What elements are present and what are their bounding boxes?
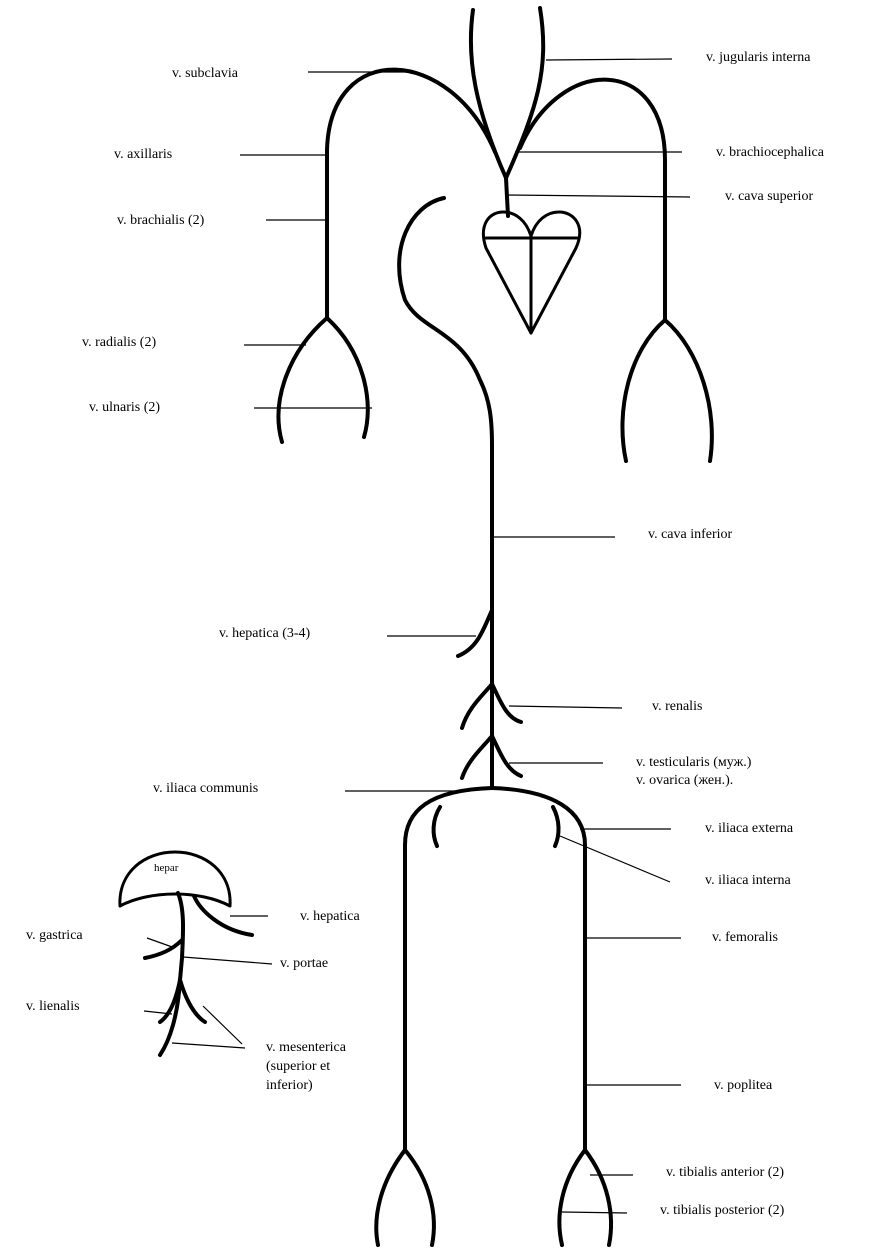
label-mesenterica-2: (superior et [266, 1059, 330, 1074]
label-iliaca-communis: v. iliaca communis [153, 781, 258, 796]
labels: v. subclavia v. jugularis interna v. axi… [26, 50, 825, 1218]
label-subclavia: v. subclavia [172, 66, 239, 81]
ulnar-vein-right [665, 320, 712, 461]
label-mesenterica-1: v. mesenterica [266, 1040, 347, 1055]
label-mesenterica-3: inferior) [266, 1078, 313, 1093]
radial-vein-right [622, 320, 665, 461]
label-iliaca-externa: v. iliaca externa [705, 821, 794, 836]
label-poplitea: v. poplitea [714, 1078, 773, 1093]
label-brachialis: v. brachialis (2) [117, 213, 205, 228]
leader-cava-superior [508, 195, 690, 197]
jugular-vein-left [471, 10, 506, 178]
label-axillaris: v. axillaris [114, 147, 172, 162]
label-tibialis-posterior: v. tibialis posterior (2) [660, 1203, 785, 1218]
label-gastrica: v. gastrica [26, 928, 83, 943]
label-brachiocephalica: v. brachiocephalica [716, 145, 825, 160]
label-ulnaris: v. ulnaris (2) [89, 400, 160, 415]
leader-jugularis-interna [546, 59, 672, 60]
tibial-vein-right-posterior [585, 1150, 611, 1245]
label-renalis: v. renalis [652, 699, 702, 714]
leader-mesenterica-2 [203, 1006, 242, 1044]
ulnar-vein-left [327, 318, 368, 437]
label-lienalis: v. lienalis [26, 999, 80, 1014]
label-portae: v. portae [280, 956, 328, 971]
leader-mesenterica-1 [172, 1043, 245, 1048]
label-cava-superior: v. cava superior [725, 189, 813, 204]
iliaca-communis-left [405, 788, 492, 1150]
leader-tibialis-posterior [562, 1212, 627, 1213]
renal-vein-left [462, 684, 492, 728]
gonadal-vein-right [492, 736, 521, 776]
liver-outline [120, 852, 230, 906]
gastric-vein [145, 940, 182, 958]
tibial-vein-left-anterior [376, 1150, 405, 1245]
label-ovarica: v. ovarica (жен.). [636, 773, 733, 788]
iliaca-communis-right [492, 788, 585, 1150]
leader-portae [183, 957, 272, 964]
tibial-vein-left-posterior [405, 1150, 434, 1245]
leader-iliaca-interna [560, 836, 670, 882]
label-femoralis: v. femoralis [712, 930, 778, 945]
portal-vein [178, 893, 183, 980]
superior-vena-cava [506, 178, 508, 216]
label-tibialis-anterior: v. tibialis anterior (2) [666, 1165, 784, 1180]
hepatic-vein-branch [458, 610, 492, 656]
subclavian-vein-left [327, 70, 495, 318]
iliaca-interna-left [434, 807, 440, 846]
mesenteric-vein-right [180, 980, 205, 1022]
label-jugularis-interna: v. jugularis interna [706, 50, 811, 65]
iliaca-interna-right [553, 807, 559, 846]
label-cava-inferior: v. cava inferior [648, 527, 733, 542]
subclavian-vein-right [520, 80, 665, 320]
gonadal-vein-left [462, 736, 492, 778]
label-testicularis: v. testicularis (муж.) [636, 755, 752, 770]
tibial-vein-right-anterior [559, 1150, 585, 1245]
renal-vein-right [492, 684, 521, 722]
label-iliaca-interna: v. iliaca interna [705, 873, 792, 888]
leader-gastrica [147, 938, 175, 948]
radial-vein-left [279, 318, 327, 442]
label-hepatica-34: v. hepatica (3-4) [219, 626, 311, 641]
leader-renalis [509, 706, 622, 708]
label-radialis: v. radialis (2) [82, 335, 156, 350]
label-hepar: hepar [154, 862, 179, 874]
label-hepatica: v. hepatica [300, 909, 361, 924]
